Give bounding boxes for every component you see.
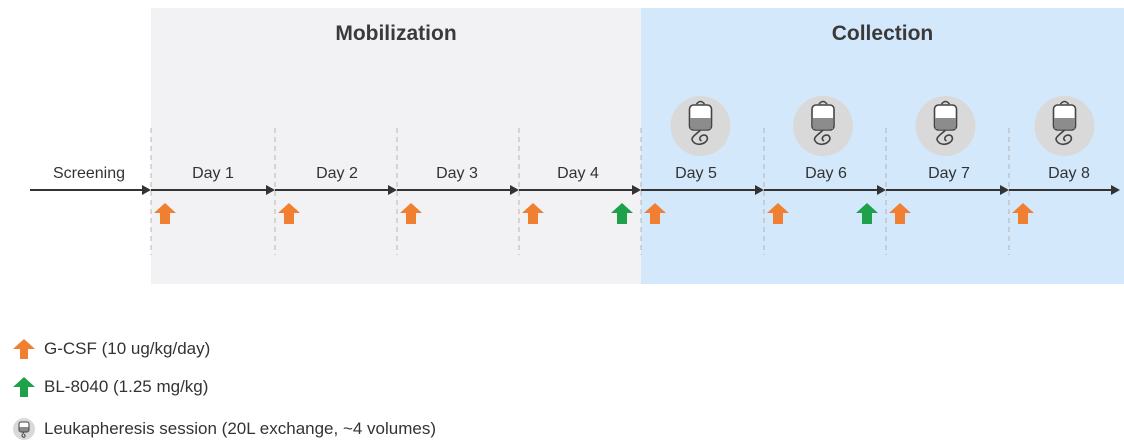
gcsf-dose-arrow-day-8 — [1012, 203, 1034, 224]
arrowhead-day-7 — [1000, 185, 1009, 195]
day-label-screening: Screening — [52, 165, 126, 182]
legend-label-leukapheresis: Leukapheresis session (20L exchange, ~4 … — [44, 419, 437, 438]
gcsf-dose-arrow-day-3 — [400, 203, 422, 224]
iv-bag-icon-day-8 — [1034, 96, 1095, 156]
gcsf-dose-arrow-day-2 — [278, 203, 300, 224]
iv-bag-icon-day-7 — [915, 96, 976, 156]
mobilization-phase-region: Mobilization — [151, 8, 641, 284]
iv-bag-icon-day-6 — [793, 96, 853, 156]
legend-item-leukapheresis: Leukapheresis session (20L exchange, ~4 … — [12, 418, 436, 440]
day-label-day-3: Day 3 — [436, 165, 478, 182]
day-label-day-2: Day 2 — [316, 165, 358, 182]
day-label-day-8: Day 8 — [1048, 165, 1090, 182]
day-label-day-5: Day 5 — [675, 165, 717, 182]
legend-label-gcsf: G-CSF (10 ug/kg/day) — [44, 339, 211, 358]
day-label-day-6: Day 6 — [805, 165, 847, 182]
day-label-day-1: Day 1 — [192, 165, 234, 182]
day-label-day-4: Day 4 — [557, 165, 599, 182]
gcsf-dose-arrow-day-6 — [767, 203, 789, 224]
green-up-arrow-icon — [13, 377, 35, 397]
arrowhead-day-3 — [510, 185, 519, 195]
gcsf-dose-arrow-day-4 — [522, 203, 544, 224]
gcsf-dose-arrow-day-5 — [644, 203, 666, 224]
arrowhead-day-5 — [755, 185, 764, 195]
arrowhead-day-2 — [388, 185, 397, 195]
collection-phase-title: Collection — [831, 22, 934, 45]
arrowhead-day-6 — [877, 185, 886, 195]
day-label-day-7: Day 7 — [928, 165, 970, 182]
bl8040-dose-arrow-day-4 — [611, 203, 633, 224]
timeline-diagram — [30, 96, 1120, 255]
arrowhead-day-4 — [632, 185, 641, 195]
arrowhead-screening — [142, 185, 151, 195]
bl8040-dose-arrow-day-6 — [856, 203, 878, 224]
arrowhead-day-8 — [1111, 185, 1120, 195]
legend-item-gcsf: G-CSF (10 ug/kg/day) — [12, 338, 210, 360]
iv-bag-icon-day-5 — [670, 96, 731, 156]
legend-item-bl8040: BL-8040 (1.25 mg/kg) — [12, 376, 208, 398]
legend-label-bl8040: BL-8040 (1.25 mg/kg) — [44, 377, 209, 396]
gcsf-dose-arrow-day-7 — [889, 203, 911, 224]
mobilization-phase-title: Mobilization — [335, 22, 457, 45]
orange-up-arrow-icon — [13, 339, 35, 359]
iv-bag-icon — [13, 418, 35, 440]
gcsf-dose-arrow-day-1 — [154, 203, 176, 224]
arrowhead-day-1 — [266, 185, 275, 195]
